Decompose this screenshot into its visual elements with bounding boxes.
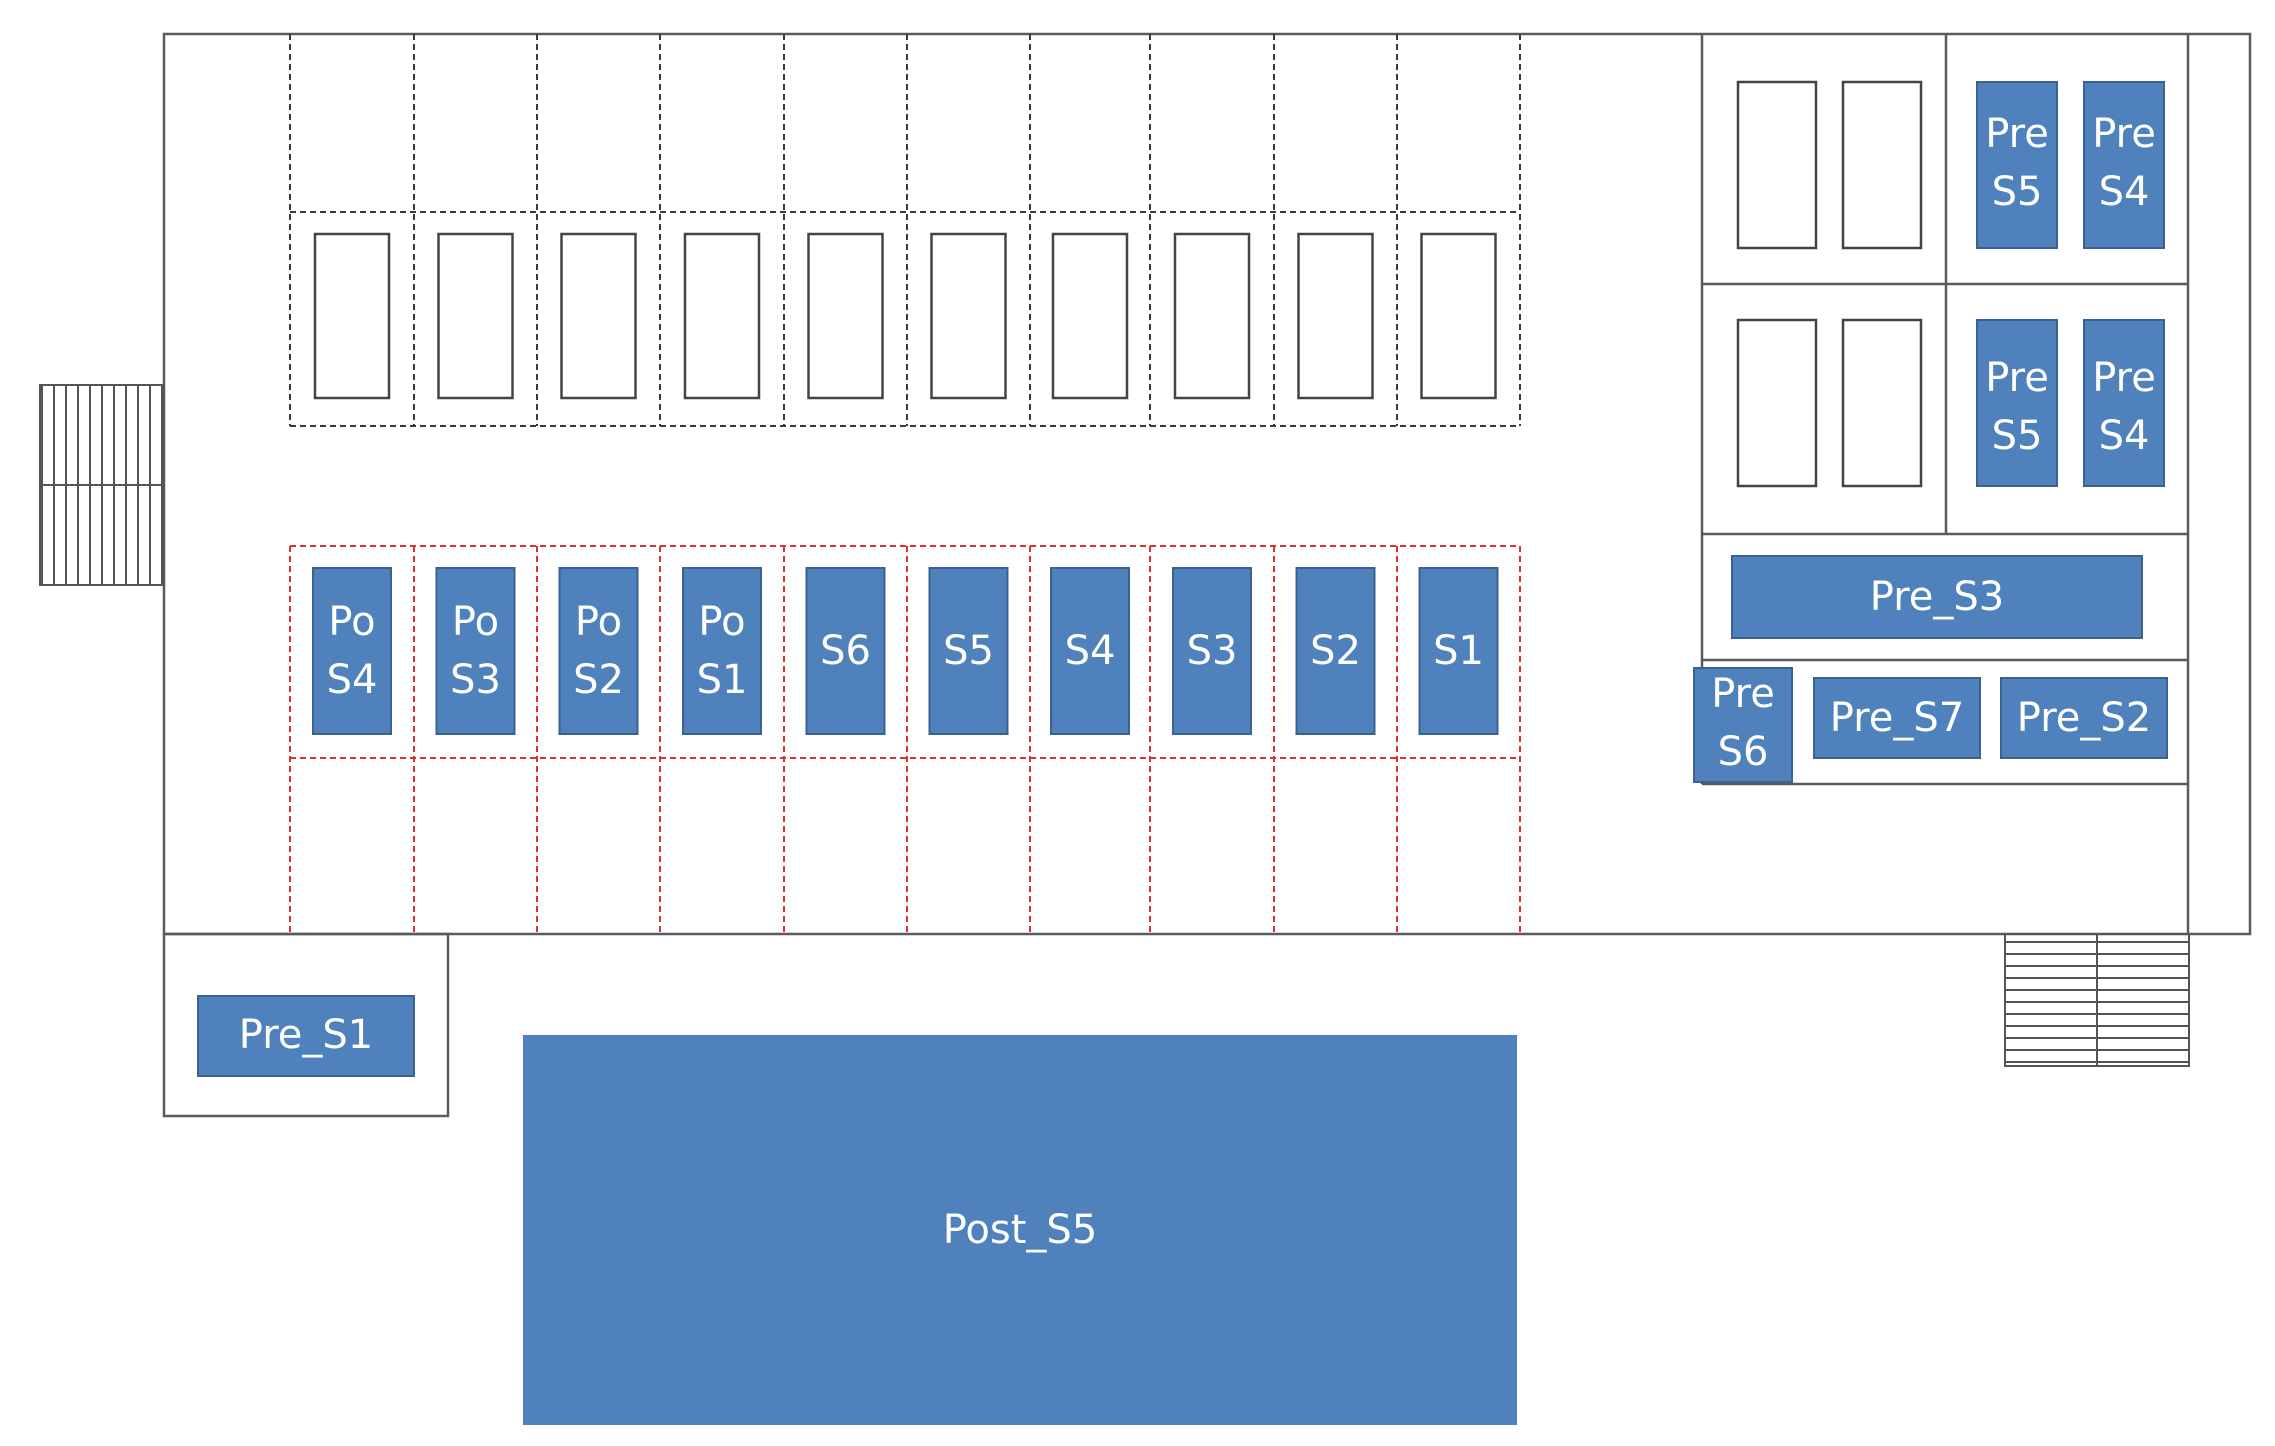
block-label: S1 [1433,628,1484,674]
svg-text:Pre: Pre [2092,111,2156,157]
empty-slot [437,232,514,400]
svg-text:S4: S4 [2099,413,2150,459]
block-s6: S6 [805,567,886,735]
bottom-right-stairs [2004,933,2190,1067]
svg-text:Pre_S1: Pre_S1 [239,1012,373,1058]
block-label: S2 [573,657,624,703]
pre-s5-middle-block: Pre S5 [1976,319,2058,487]
svg-text:S6: S6 [1718,729,1769,775]
block-label: Po [698,599,745,645]
block-label: Po [452,599,499,645]
empty-slot [683,232,761,400]
block-label: S6 [820,628,871,674]
post-s5-block: Post_S5 [523,1035,1517,1425]
block-s1: S1 [1418,567,1499,735]
pre-s4-top-block: Pre S4 [2083,81,2165,249]
block-s4: S4 [1050,567,1130,735]
svg-text:Pre: Pre [1711,671,1775,717]
block-label: S1 [697,657,748,703]
block-label: S4 [327,657,378,703]
pre-s2-block: Pre_S2 [2000,677,2168,759]
left-stairs [39,384,165,586]
block-label: S4 [1065,628,1116,674]
empty-slot [1736,318,1818,488]
svg-text:Pre: Pre [2092,355,2156,401]
empty-slot [1173,232,1251,400]
pre-s6-block: Pre S6 [1693,667,1793,783]
block-label: S2 [1310,628,1361,674]
svg-text:S4: S4 [2099,169,2150,215]
block-s2: S2 [1295,567,1376,735]
empty-slot [807,232,884,400]
svg-text:Post_S5: Post_S5 [943,1207,1098,1253]
pre-s3-block: Pre_S3 [1731,555,2143,639]
block-label: S3 [450,657,501,703]
block-s3: S3 [1172,567,1252,735]
empty-slot [1841,80,1923,250]
svg-text:S5: S5 [1992,413,2043,459]
pre-s5-top-block: Pre S5 [1976,81,2058,249]
empty-slot [560,232,637,400]
svg-text:Pre: Pre [1985,355,2049,401]
empty-slot [1841,318,1923,488]
pre-s4-middle-block: Pre S4 [2083,319,2165,487]
block-label: Po [328,599,375,645]
svg-text:Pre_S7: Pre_S7 [1830,695,1964,741]
block-label: S3 [1187,628,1238,674]
empty-slot [930,232,1007,400]
upper-dashed-grid [289,34,1521,427]
empty-slot [1297,232,1374,400]
block-s5: S5 [928,567,1009,735]
pre-s7-block: Pre_S7 [1813,677,1981,759]
block-label: Po [575,599,622,645]
empty-slot [1051,232,1129,400]
empty-slot [313,232,391,400]
svg-text:S5: S5 [1992,169,2043,215]
svg-text:Pre_S2: Pre_S2 [2017,695,2151,741]
pre-s1-block: Pre_S1 [197,995,415,1077]
block-label: S5 [943,628,994,674]
svg-text:Pre: Pre [1985,111,2049,157]
right-room [1700,34,2190,934]
empty-slot [1420,232,1497,400]
empty-slot [1736,80,1818,250]
building-outline [162,32,2252,936]
small-room [162,932,450,1118]
svg-text:Pre_S3: Pre_S3 [1870,574,2004,620]
